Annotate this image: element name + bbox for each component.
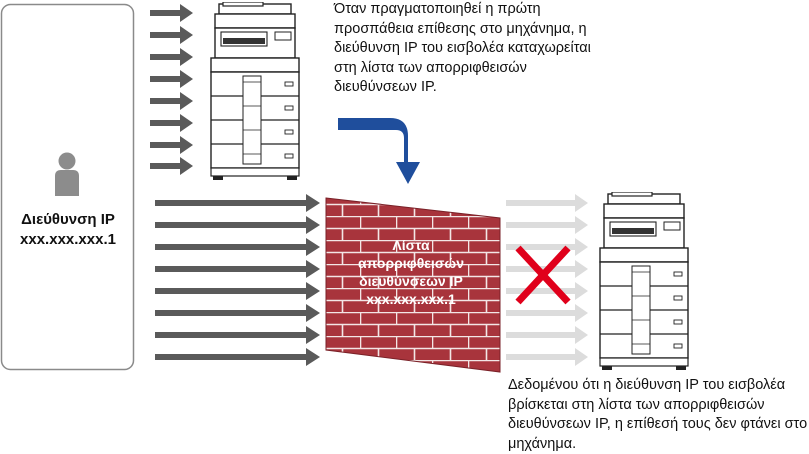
firewall-label: Λίστα απορριφθεισών διευθύνσεων IP xxx.x… (330, 236, 492, 308)
attacker-ip-label: Διεύθυνση IP xxx.xxx.xxx.1 (4, 210, 132, 250)
firewall-line3: διευθύνσεων IP (359, 273, 463, 289)
firewall-title: Λίστα (392, 237, 430, 253)
curved-arrow-icon (338, 118, 420, 184)
machine-icon-top (210, 2, 300, 181)
attacker-ip: xxx.xxx.xxx.1 (20, 231, 116, 248)
blocked-x-icon (515, 245, 571, 305)
firewall-ip: xxx.xxx.xxx.1 (366, 291, 456, 307)
machine-icon-bottom (599, 192, 689, 371)
person-icon (55, 152, 79, 196)
blocked-attack-arrows (155, 194, 320, 366)
blocked-caption: Δεδομένου ότι η διεύθυνση IP του εισβολέ… (508, 377, 808, 452)
attacker-label: Διεύθυνση IP (21, 211, 115, 228)
firewall-wall (325, 197, 501, 373)
first-attempt-caption: Όταν πραγματοποιηθεί η πρώτη προσπάθεια … (334, 1, 591, 95)
first-attack-arrows (150, 4, 193, 175)
firewall-line2: απορριφθεισών (357, 255, 464, 271)
